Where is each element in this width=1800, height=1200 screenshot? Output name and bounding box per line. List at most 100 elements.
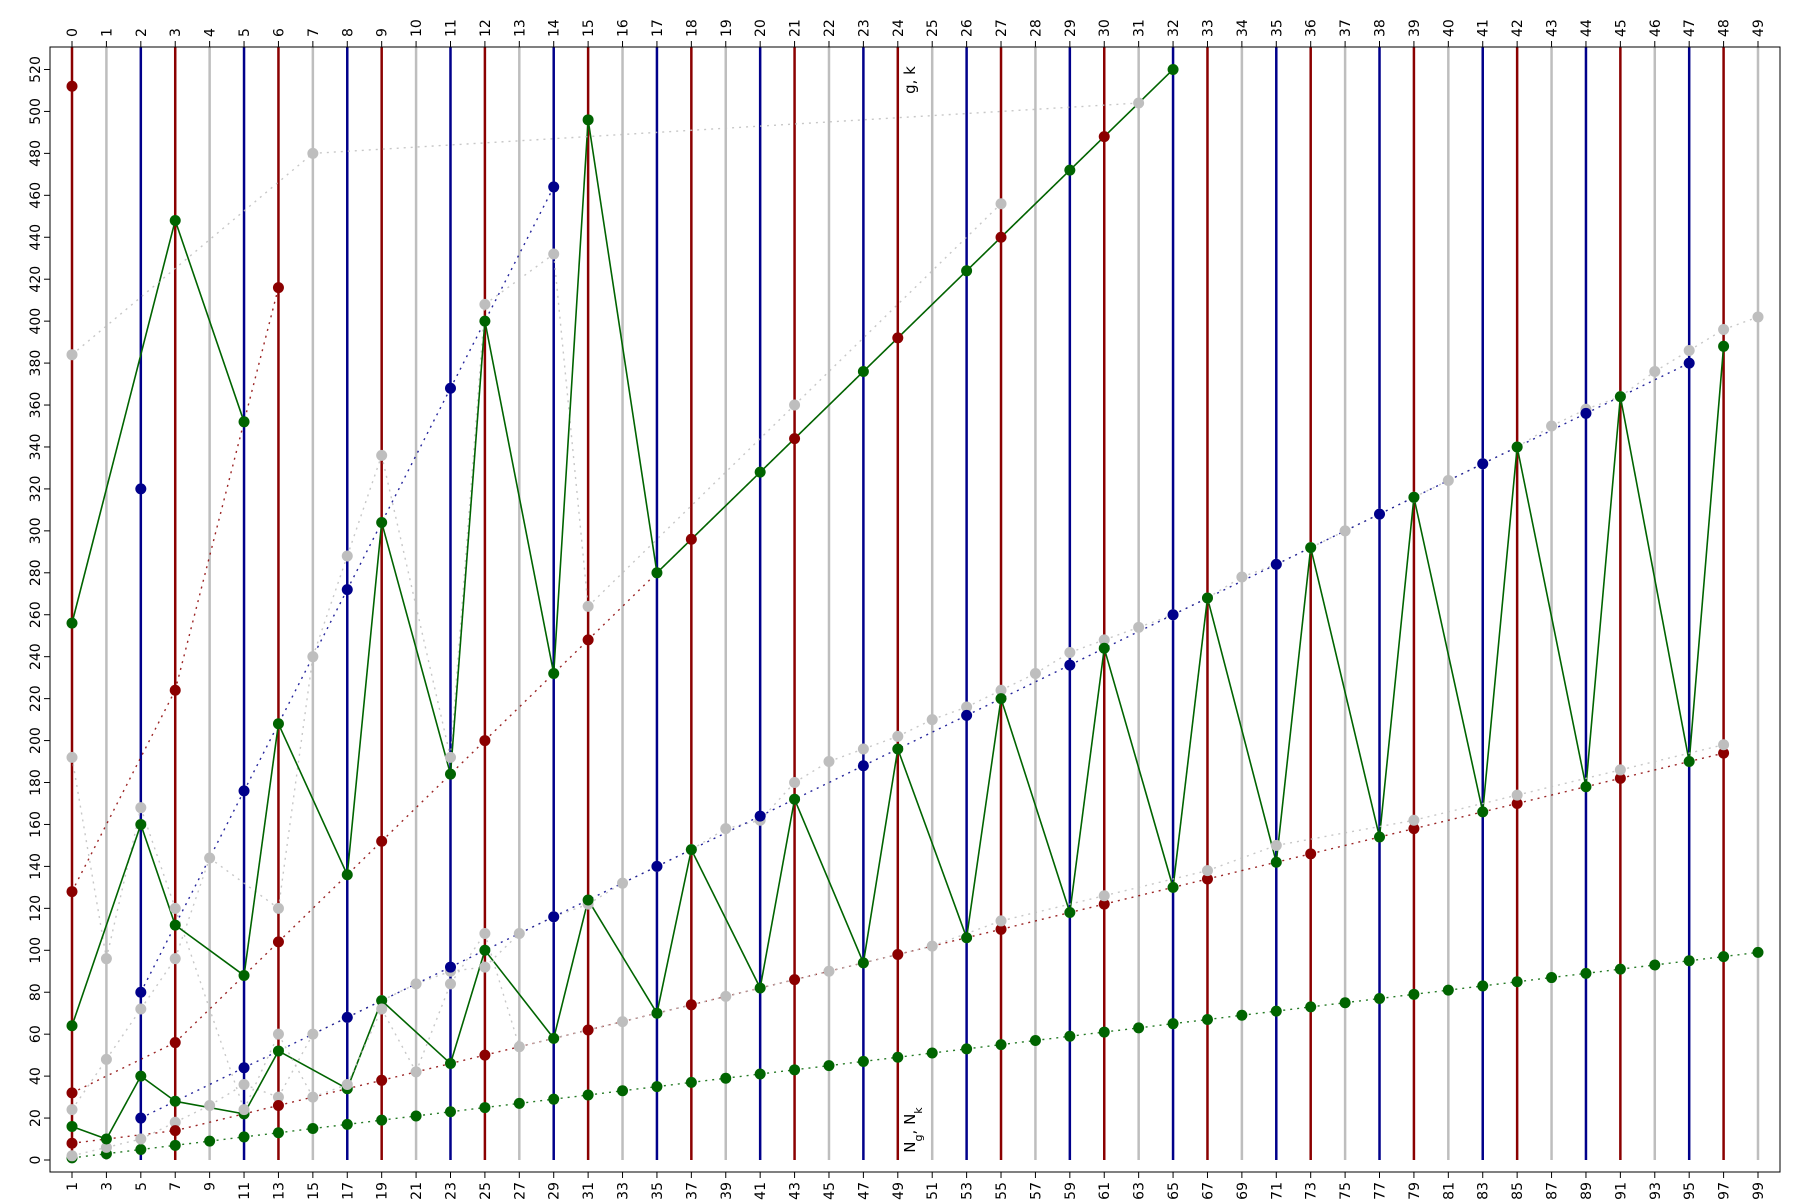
top-tick-label: 20	[753, 19, 769, 37]
data-point	[685, 1076, 697, 1088]
bottom-axis-title-sub-g: g	[912, 1134, 925, 1141]
series-dotted-line	[381, 1115, 417, 1121]
series-link-line	[965, 698, 1002, 938]
series-dotted-line	[1723, 951, 1759, 958]
series-dotted-line	[656, 848, 692, 868]
series-dotted-line	[484, 1029, 589, 1056]
series-dotted-line	[690, 828, 727, 851]
series-dotted-line	[1207, 853, 1311, 880]
series-dotted-line	[71, 1058, 107, 1111]
top-tick-label: 30	[1097, 19, 1113, 37]
series-dotted-line	[1104, 869, 1208, 897]
series-dotted-line	[1413, 989, 1449, 996]
top-tick-label: 44	[1579, 19, 1595, 37]
series-dotted-line	[71, 757, 108, 959]
data-point	[789, 433, 801, 445]
data-point	[1167, 881, 1179, 893]
series-dotted-line	[312, 1016, 348, 1035]
bottom-tick-label: 93	[1648, 1182, 1664, 1200]
top-tick-label: 25	[925, 19, 941, 37]
left-tick-label: 380	[28, 350, 44, 377]
left-tick-label: 320	[28, 476, 44, 503]
data-points	[66, 63, 1764, 1164]
data-point	[1098, 898, 1110, 910]
series-dotted-line	[1482, 446, 1518, 465]
series-link-line	[277, 723, 348, 876]
data-point	[66, 80, 78, 92]
bottom-tick-label: 85	[1510, 1182, 1526, 1200]
series-dotted-line	[71, 1041, 176, 1094]
data-point	[1580, 967, 1592, 979]
series-link-line	[1688, 346, 1725, 762]
series-link-line	[656, 471, 761, 574]
data-point	[651, 1081, 663, 1093]
series-dotted-line	[897, 718, 933, 738]
data-point	[926, 714, 938, 726]
top-tick-label: 19	[719, 19, 735, 37]
series-dotted-line	[174, 287, 280, 691]
data-point	[307, 651, 319, 663]
top-tick-label: 0	[65, 28, 81, 37]
series-dotted-line	[1069, 614, 1174, 666]
data-point	[1718, 324, 1730, 336]
series-dotted-line	[553, 865, 658, 918]
top-tick-label: 12	[478, 19, 494, 37]
data-point	[169, 684, 181, 696]
data-point	[1305, 1001, 1317, 1013]
left-tick-label: 100	[28, 937, 44, 964]
left-tick-label: 160	[28, 811, 44, 838]
series-dotted-line	[347, 1119, 382, 1126]
data-point	[892, 1051, 904, 1063]
series-dotted-line	[1000, 672, 1036, 691]
series-link-line	[1413, 497, 1484, 813]
data-point	[995, 231, 1007, 243]
data-point	[238, 785, 250, 797]
bottom-tick-label: 63	[1132, 1182, 1148, 1200]
data-point	[169, 1139, 181, 1151]
data-point	[376, 835, 388, 847]
series-dotted-line	[828, 1060, 864, 1067]
top-tick-label: 27	[994, 19, 1010, 37]
bottom-tick-label: 95	[1682, 1182, 1698, 1200]
left-tick-label: 260	[28, 601, 44, 628]
data-point	[100, 1053, 112, 1065]
series-link-line	[140, 1075, 176, 1102]
series-link-line	[1619, 396, 1690, 762]
data-point	[1374, 508, 1386, 520]
data-point	[961, 701, 973, 713]
bottom-tick-label: 45	[822, 1182, 838, 1200]
data-point	[135, 1070, 147, 1082]
series-dotted-line	[794, 1064, 830, 1071]
data-point	[66, 886, 78, 898]
bottom-tick-label: 91	[1613, 1182, 1629, 1200]
bottom-tick-label: 29	[547, 1182, 563, 1200]
data-point	[307, 1091, 319, 1103]
series-dotted-line	[277, 1033, 314, 1098]
data-point	[617, 877, 629, 889]
series-dotted-line	[71, 1146, 107, 1157]
data-point	[169, 1037, 181, 1049]
data-point	[100, 1133, 112, 1145]
series-dotted-line	[1448, 985, 1483, 991]
series-dotted-line	[725, 819, 761, 830]
data-point	[1718, 951, 1730, 963]
data-point	[1064, 164, 1076, 176]
data-point	[789, 777, 801, 789]
series-dotted-line	[243, 589, 348, 792]
data-point	[479, 298, 491, 310]
series-dotted-line	[1482, 412, 1587, 465]
series-dotted-line	[1620, 744, 1724, 771]
top-tick-label: 38	[1373, 19, 1389, 37]
series-dotted-line	[622, 995, 726, 1023]
data-point	[857, 957, 869, 969]
data-point	[1064, 1030, 1076, 1042]
series-link-line	[587, 899, 658, 1014]
data-point	[135, 1003, 147, 1015]
bottom-tick-label: 65	[1166, 1182, 1182, 1200]
data-point	[1477, 458, 1489, 470]
bottom-tick-label: 67	[1200, 1182, 1216, 1200]
series-dotted-line	[346, 455, 383, 557]
data-point	[135, 818, 147, 830]
series-dotted-line	[1035, 651, 1071, 675]
series-link-line	[1516, 446, 1587, 787]
